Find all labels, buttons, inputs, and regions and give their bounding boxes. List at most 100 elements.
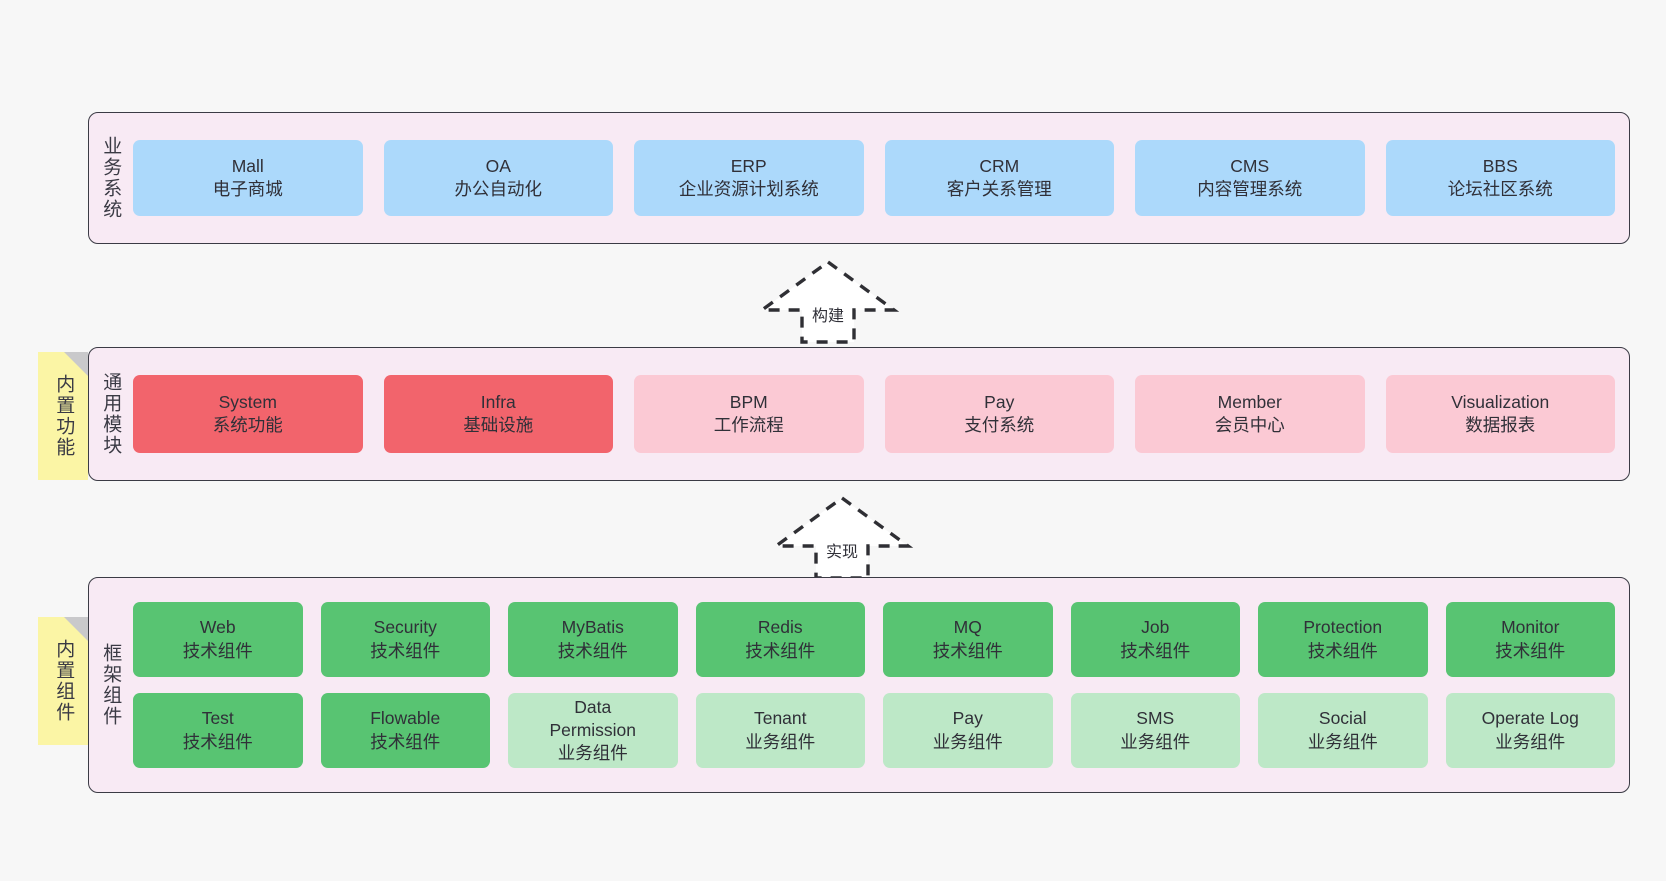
card-subtitle: 技术组件	[182, 731, 253, 752]
card-row: System 系统功能 Infra 基础设施 BPM 工作流程 Pay 支付系统…	[133, 375, 1615, 453]
card-subtitle: 客户关系管理	[946, 179, 1052, 199]
card-subtitle: 技术组件	[370, 640, 441, 661]
note-fold-corner-icon	[64, 617, 88, 641]
card-flowable[interactable]: Flowable 技术组件	[320, 693, 490, 768]
card-title: Visualization	[1451, 391, 1550, 412]
card-title: MyBatis	[561, 617, 624, 638]
card-subtitle: 会员中心	[1214, 415, 1285, 435]
layer-title-business-system: 业务系统	[100, 136, 122, 220]
card-title: SMS	[1136, 708, 1175, 729]
card-test[interactable]: Test 技术组件	[133, 693, 303, 768]
card-title: Redis	[757, 617, 803, 638]
card-sms[interactable]: SMS 业务组件	[1070, 693, 1240, 768]
card-subtitle: 系统功能	[212, 415, 283, 435]
card-web[interactable]: Web 技术组件	[133, 602, 303, 677]
card-subtitle: 业务组件	[1495, 731, 1566, 752]
layer-business-system[interactable]: 业务系统 Mall 电子商城 OA 办公自动化 ERP 企业资源计划系统 CRM…	[88, 112, 1630, 244]
card-subtitle: 业务组件	[932, 731, 1003, 752]
card-subtitle: 企业资源计划系统	[678, 179, 819, 199]
card-title: Protection	[1303, 617, 1383, 638]
card-mq[interactable]: MQ 技术组件	[883, 602, 1053, 677]
card-subtitle: 办公自动化	[454, 179, 543, 199]
card-security[interactable]: Security 技术组件	[320, 602, 490, 677]
card-mybatis[interactable]: MyBatis 技术组件	[508, 602, 678, 677]
card-subtitle: 技术组件	[182, 640, 253, 661]
card-visualization[interactable]: Visualization 数据报表	[1385, 375, 1615, 453]
card-job[interactable]: Job 技术组件	[1070, 602, 1240, 677]
note-builtin-function[interactable]: 内置功能	[38, 352, 88, 480]
card-tenant[interactable]: Tenant 业务组件	[695, 693, 865, 768]
layer-body-framework-component: Web 技术组件 Security 技术组件 MyBatis 技术组件 Redi…	[131, 578, 1629, 792]
card-title: System	[218, 391, 277, 412]
layer-common-module[interactable]: 通用模块 System 系统功能 Infra 基础设施 BPM 工作流程 Pay…	[88, 347, 1630, 481]
layer-title-framework-component: 框架组件	[100, 643, 122, 727]
card-subtitle: 论坛社区系统	[1447, 179, 1553, 199]
card-redis[interactable]: Redis 技术组件	[695, 602, 865, 677]
card-title: Tenant	[753, 708, 807, 729]
card-erp[interactable]: ERP 企业资源计划系统	[634, 140, 864, 216]
card-social[interactable]: Social 业务组件	[1258, 693, 1428, 768]
card-row: Mall 电子商城 OA 办公自动化 ERP 企业资源计划系统 CRM 客户关系…	[133, 140, 1615, 216]
card-row: Test 技术组件 Flowable 技术组件 Data Permission …	[133, 693, 1615, 768]
card-oa[interactable]: OA 办公自动化	[383, 140, 613, 216]
card-subtitle: 业务组件	[745, 731, 816, 752]
note-builtin-component[interactable]: 内置组件	[38, 617, 88, 745]
card-title: OA	[485, 155, 511, 176]
card-subtitle: 业务组件	[1307, 731, 1378, 752]
card-subtitle: 数据报表	[1465, 415, 1536, 435]
card-protection[interactable]: Protection 技术组件	[1258, 602, 1428, 677]
card-subtitle: 业务组件	[1120, 731, 1191, 752]
layer-framework-component[interactable]: 框架组件 Web 技术组件 Security 技术组件 MyBatis 技术组件…	[88, 577, 1630, 793]
card-subtitle: 业务组件	[557, 743, 628, 764]
card-title: BPM	[729, 391, 768, 412]
card-title: Pay	[984, 391, 1015, 412]
arrow-label: 构建	[811, 308, 844, 325]
layer-body-common-module: System 系统功能 Infra 基础设施 BPM 工作流程 Pay 支付系统…	[131, 348, 1629, 480]
card-title: MQ	[953, 617, 982, 638]
card-title: Operate Log	[1481, 708, 1579, 729]
card-subtitle: 技术组件	[745, 640, 816, 661]
card-operate-log[interactable]: Operate Log 业务组件	[1445, 693, 1615, 768]
arrow-label: 实现	[825, 544, 858, 561]
card-title: Test	[201, 708, 234, 729]
card-pay-component[interactable]: Pay 业务组件	[883, 693, 1053, 768]
card-subtitle: 基础设施	[463, 415, 534, 435]
card-data-permission[interactable]: Data Permission 业务组件	[508, 693, 678, 768]
card-title: Pay	[952, 708, 983, 729]
card-subtitle: 技术组件	[557, 640, 628, 661]
card-title: ERP	[730, 155, 767, 176]
card-mall[interactable]: Mall 电子商城	[133, 140, 363, 216]
card-crm[interactable]: CRM 客户关系管理	[884, 140, 1114, 216]
card-system[interactable]: System 系统功能	[133, 375, 363, 453]
card-cms[interactable]: CMS 内容管理系统	[1135, 140, 1365, 216]
card-bpm[interactable]: BPM 工作流程	[634, 375, 864, 453]
card-row: Web 技术组件 Security 技术组件 MyBatis 技术组件 Redi…	[133, 602, 1615, 677]
card-subtitle: 内容管理系统	[1197, 179, 1303, 199]
card-title: Monitor	[1501, 617, 1560, 638]
card-member[interactable]: Member 会员中心	[1135, 375, 1365, 453]
card-title: Social	[1318, 708, 1367, 729]
card-bbs[interactable]: BBS 论坛社区系统	[1385, 140, 1615, 216]
card-title: Data Permission	[549, 696, 637, 740]
arrow-build: 构建	[756, 258, 900, 346]
card-infra[interactable]: Infra 基础设施	[383, 375, 613, 453]
card-subtitle: 电子商城	[212, 179, 283, 199]
card-subtitle: 支付系统	[964, 415, 1035, 435]
card-title: Web	[199, 617, 236, 638]
card-title: Member	[1217, 391, 1282, 412]
card-pay-module[interactable]: Pay 支付系统	[884, 375, 1114, 453]
card-title: Infra	[480, 391, 516, 412]
card-title: CRM	[979, 155, 1020, 176]
card-monitor[interactable]: Monitor 技术组件	[1445, 602, 1615, 677]
arrow-implement: 实现	[770, 494, 914, 582]
card-subtitle: 技术组件	[1120, 640, 1191, 661]
card-title: BBS	[1482, 155, 1518, 176]
card-title: CMS	[1230, 155, 1270, 176]
card-subtitle: 技术组件	[1307, 640, 1378, 661]
card-subtitle: 技术组件	[932, 640, 1003, 661]
note-text: 内置组件	[53, 639, 75, 723]
card-subtitle: 技术组件	[1495, 640, 1566, 661]
card-subtitle: 工作流程	[713, 415, 784, 435]
layer-title-common-module: 通用模块	[100, 372, 122, 456]
